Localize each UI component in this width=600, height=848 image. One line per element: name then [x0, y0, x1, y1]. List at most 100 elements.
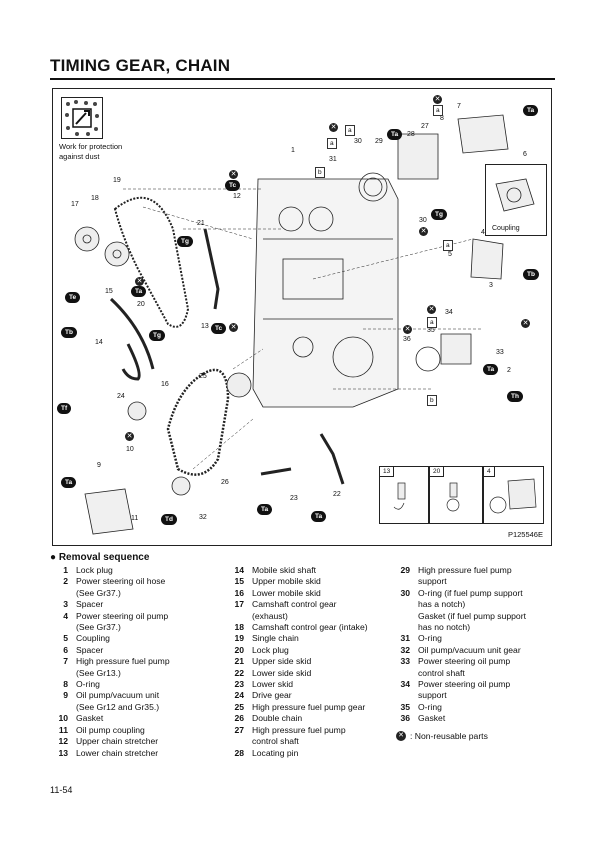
removal-item-text: Camshaft control gear (exhaust) — [252, 599, 337, 621]
callout-34: 34 — [445, 309, 453, 316]
non-reusable-icon: ✕ — [229, 323, 238, 332]
removal-item-number: 28 — [234, 747, 244, 758]
legend: ✕ : Non-reusable parts — [388, 731, 558, 742]
removal-item: 12 Upper chain stretcher — [46, 736, 226, 747]
callout-4: 4 — [481, 229, 485, 236]
callout-8: 8 — [440, 115, 444, 122]
torque-badge-ta: Ta — [387, 129, 403, 140]
removal-item-number: 4 — [63, 610, 68, 621]
removal-item-text: Single chain — [252, 633, 299, 644]
removal-item: 14 Mobile skid shaft — [222, 565, 402, 576]
callout-35: 35 — [427, 327, 435, 334]
callout-31: 31 — [329, 156, 337, 163]
removal-item-text: Mobile skid shaft — [252, 565, 317, 575]
callout-26: 26 — [221, 479, 229, 486]
callout-18: 18 — [91, 195, 99, 202]
torque-badge-th: Th — [507, 391, 523, 402]
dust-protection-icon — [61, 97, 103, 139]
removal-item-text: Spacer — [76, 599, 104, 610]
removal-item-number: 3 — [63, 599, 68, 610]
callout-6: 6 — [523, 151, 527, 158]
removal-item-number: 31 — [400, 633, 410, 644]
callout-15: 15 — [105, 288, 113, 295]
torque-badge-te: Te — [65, 292, 81, 303]
removal-item-text: Lower mobile skid — [252, 587, 321, 598]
removal-item-text: Lower chain stretcher — [76, 747, 159, 758]
removal-item-number: 33 — [400, 656, 410, 667]
removal-item-number: 36 — [400, 713, 410, 724]
removal-item-text: Locating pin — [252, 747, 299, 758]
removal-item-number: 18 — [234, 622, 244, 633]
removal-item-number: 6 — [63, 644, 68, 655]
callout-10: 10 — [126, 446, 134, 453]
callout-29: 29 — [375, 138, 383, 145]
callout-1: 1 — [291, 147, 295, 154]
removal-item-number: 19 — [234, 633, 244, 644]
detail-insets: 13 20 4 — [379, 466, 544, 524]
inset-number: 13 — [380, 467, 395, 477]
callout-32: 32 — [199, 514, 207, 521]
page-number: 11-54 — [50, 785, 73, 795]
callout-30a: 30 — [354, 138, 362, 145]
removal-item-number: 10 — [58, 713, 68, 724]
removal-item-number: 2 — [63, 576, 68, 587]
removal-item-number: 32 — [400, 644, 410, 655]
removal-item-text: Power steering oil pump control shaft — [418, 656, 511, 678]
removal-item-number: 21 — [234, 656, 244, 667]
title-rule — [50, 78, 555, 80]
torque-badge-tg: Tg — [431, 209, 447, 220]
torque-badge-tb: Tb — [61, 327, 77, 338]
non-reusable-icon: ✕ — [396, 731, 406, 742]
removal-item-number: 35 — [400, 701, 410, 712]
legend-text: : Non-reusable parts — [410, 730, 488, 741]
removal-item-text: High pressure fuel pump control shaft — [252, 724, 346, 747]
torque-badge-tf: Tf — [57, 403, 72, 414]
coupling-inset: Coupling — [485, 164, 547, 236]
callout-21: 21 — [197, 220, 205, 227]
callout-27: 27 — [421, 123, 429, 130]
callout-9: 9 — [97, 462, 101, 469]
removal-item-number: 5 — [63, 633, 68, 644]
removal-item-text: Upper mobile skid — [252, 576, 321, 587]
lube-tag-a: a — [345, 125, 355, 136]
callout-7: 7 — [457, 103, 461, 110]
removal-item-number: 14 — [234, 565, 244, 575]
removal-item-text: High pressure fuel pump (See Gr13.) — [76, 656, 170, 678]
removal-item-text: Lock plug — [76, 565, 113, 575]
removal-item-number: 9 — [63, 690, 68, 701]
torque-badge-tc: Tc — [225, 180, 241, 191]
removal-item-number: 29 — [400, 565, 410, 575]
torque-badge-tb: Tb — [523, 269, 539, 280]
removal-item-number: 27 — [234, 724, 244, 735]
removal-item: 9 Oil pump/vacuum unit (See Gr12 and Gr35… — [46, 690, 226, 713]
removal-item: 28 Locating pin — [222, 748, 402, 759]
torque-badge-ta: Ta — [257, 504, 273, 515]
callout-2: 2 — [507, 367, 511, 374]
removal-item-number: 24 — [234, 690, 244, 701]
removal-item-text: Upper chain stretcher — [76, 736, 159, 747]
removal-item-text: O-ring — [418, 701, 442, 712]
removal-item-text: Oil pump/vacuum unit (See Gr12 and Gr35.… — [76, 690, 160, 712]
removal-item-text: Lower skid — [252, 679, 294, 690]
removal-item-number: 20 — [234, 644, 244, 655]
callout-11: 11 — [131, 515, 139, 522]
removal-item: 35 O-ring — [388, 702, 558, 713]
removal-item-number: 8 — [63, 679, 68, 690]
removal-item-number: 15 — [234, 576, 244, 587]
torque-badge-tg: Tg — [149, 330, 165, 341]
non-reusable-icon: ✕ — [125, 432, 134, 441]
removal-item-number: 12 — [58, 736, 68, 747]
